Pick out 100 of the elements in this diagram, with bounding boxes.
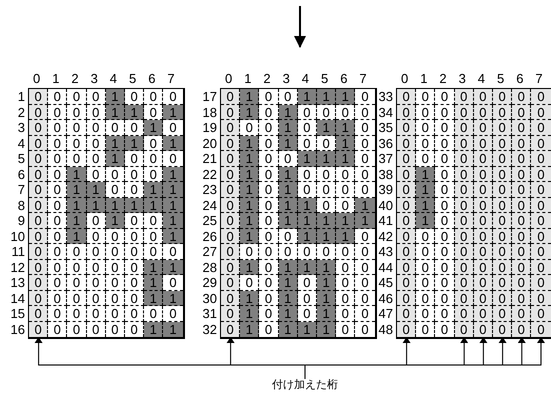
bit-value: 1 (240, 198, 260, 213)
bit-value: 0 (493, 182, 512, 198)
bit-value: 0 (397, 260, 416, 275)
bit-value: 0 (454, 260, 474, 275)
bit-value: 0 (435, 151, 455, 166)
bit-value: 0 (454, 322, 474, 337)
bit-value: 0 (493, 228, 512, 244)
bit-value: 0 (29, 198, 48, 213)
bit-value: 0 (355, 244, 375, 260)
bit-value: 0 (259, 89, 279, 104)
bit-value: 1 (163, 104, 183, 120)
bit-value: 0 (397, 120, 416, 136)
row-number: 48 (378, 322, 393, 336)
bit-value: 0 (474, 182, 493, 198)
bit-value: 0 (435, 322, 455, 337)
bit-value: 1 (317, 306, 336, 322)
bit-value: 1 (336, 228, 356, 244)
bit-value: 0 (493, 260, 512, 275)
bit-value: 0 (474, 166, 493, 182)
bit-value: 0 (435, 89, 455, 104)
bit-value: 0 (474, 120, 493, 136)
bit-value: 0 (454, 306, 474, 322)
bit-value: 0 (454, 89, 474, 104)
bit-value: 0 (454, 182, 474, 198)
bit-value: 0 (512, 166, 532, 182)
bit-value: 1 (67, 182, 87, 198)
bit-value: 0 (355, 290, 375, 306)
bit-value: 0 (48, 290, 68, 306)
bit-value: 1 (317, 290, 336, 306)
row-number: 14 (10, 290, 25, 306)
bit-value: 1 (125, 198, 144, 213)
bit-value: 0 (221, 244, 240, 260)
bit-value: 0 (512, 228, 532, 244)
row-number: 34 (378, 104, 393, 120)
row-number: 27 (202, 244, 217, 259)
bit-value: 1 (278, 260, 298, 275)
bit-value: 0 (435, 260, 455, 275)
bit-value: 1 (240, 151, 260, 166)
bit-value: 1 (298, 151, 317, 166)
bit-value: 1 (278, 322, 298, 337)
bit-value: 1 (317, 260, 336, 275)
bit-value: 0 (416, 322, 436, 337)
row-number: 44 (378, 260, 393, 274)
row-number: 42 (378, 228, 393, 244)
bit-value: 0 (259, 244, 279, 260)
row-number: 3 (18, 120, 25, 135)
bit-value: 0 (67, 120, 87, 136)
bit-value: 0 (474, 260, 493, 275)
bit-value: 0 (106, 244, 125, 260)
row-number: 36 (378, 136, 393, 150)
bit-value: 0 (454, 136, 474, 151)
bit-value: 0 (435, 275, 455, 290)
bit-value: 0 (29, 306, 48, 322)
shaded-column (454, 89, 474, 337)
column-number: 2 (439, 71, 447, 86)
bit-value: 0 (29, 120, 48, 136)
bit-value: 0 (106, 290, 125, 306)
bit-value: 0 (336, 290, 356, 306)
shaded-column (474, 89, 493, 337)
bit-value: 0 (531, 228, 551, 244)
bit-value: 0 (397, 228, 416, 244)
row-number: 1 (18, 89, 25, 104)
bit-value: 0 (48, 275, 68, 290)
bit-value: 0 (298, 104, 317, 120)
row-number: 43 (378, 244, 393, 259)
bit-value: 1 (67, 198, 87, 213)
bit-value: 0 (67, 322, 87, 337)
bit-value: 0 (512, 244, 532, 260)
bit-value: 1 (144, 260, 164, 275)
bit-value: 0 (531, 213, 551, 228)
shaded-column (493, 89, 512, 337)
bit-value: 0 (416, 275, 436, 290)
row-number: 2 (18, 104, 25, 120)
row-number: 6 (18, 166, 25, 182)
column-number: 7 (359, 71, 367, 86)
bit-value: 0 (48, 306, 68, 322)
bit-value: 1 (317, 322, 336, 337)
bit-value: 0 (454, 166, 474, 182)
bit-value: 0 (512, 306, 532, 322)
bit-value: 0 (474, 306, 493, 322)
bit-value: 0 (355, 120, 375, 136)
bit-value: 0 (67, 275, 87, 290)
bit-value: 0 (474, 213, 493, 228)
bit-value: 1 (416, 198, 436, 213)
bit-value: 1 (278, 290, 298, 306)
column-number: 6 (340, 71, 348, 86)
bit-value: 0 (416, 244, 436, 260)
column-number: 3 (458, 71, 466, 86)
bit-value: 0 (416, 104, 436, 120)
column-number: 1 (420, 71, 428, 86)
row-number: 32 (202, 322, 217, 336)
bit-value: 0 (67, 290, 87, 306)
bit-value: 0 (512, 104, 532, 120)
bit-value: 0 (435, 120, 455, 136)
bit-value: 0 (106, 306, 125, 322)
bit-value: 1 (278, 120, 298, 136)
bit-value: 0 (259, 228, 279, 244)
bit-value: 1 (144, 182, 164, 198)
bit-value: 0 (29, 213, 48, 228)
row-number: 15 (10, 306, 25, 321)
